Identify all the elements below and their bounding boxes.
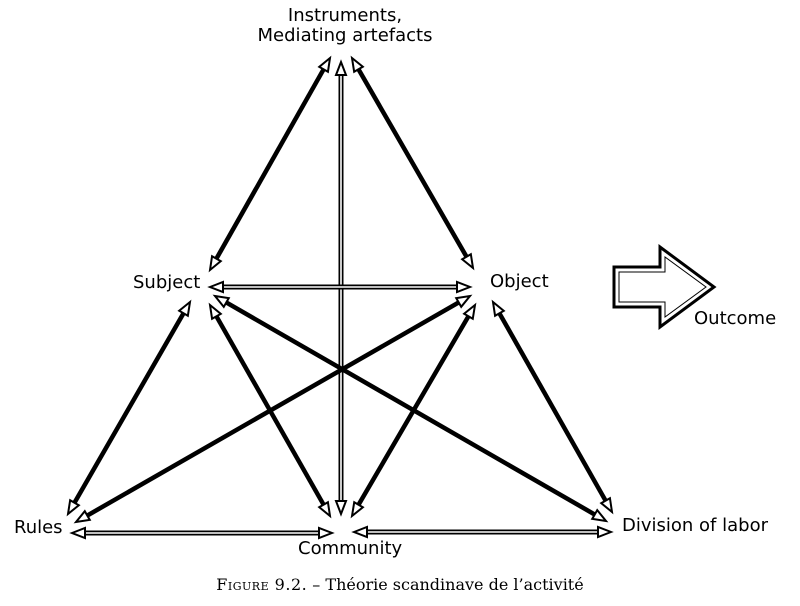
arrowhead-end (590, 508, 609, 523)
arrowhead-end (334, 500, 348, 517)
edge-instruments-object (350, 55, 475, 271)
arrowhead-start (177, 299, 192, 318)
edge-object-community (350, 302, 477, 519)
edge-subject-division (212, 294, 609, 523)
arrowhead-end (318, 526, 335, 540)
node-division-of-labor: Division of labor (622, 515, 768, 536)
arrowhead-start (212, 294, 231, 309)
edge-line (86, 300, 460, 518)
arrowhead-end (73, 509, 92, 524)
caption-text: – Théorie scandinave de l’activité (307, 575, 584, 594)
edge-line (214, 68, 326, 260)
edge-line (356, 68, 469, 258)
edge-line (497, 312, 608, 502)
edge-instruments-subject (208, 55, 332, 273)
edge-line (72, 312, 186, 504)
node-subject: Subject (133, 272, 201, 293)
arrowhead-start (334, 59, 348, 76)
edge-subject-rules (66, 299, 192, 517)
arrowhead-start (69, 526, 86, 540)
node-community: Community (298, 538, 403, 559)
caption-figure-number: Figure 9.2. (216, 575, 308, 594)
arrowhead-start (207, 280, 224, 294)
arrowhead-start (454, 294, 473, 309)
arrowhead-end (599, 496, 614, 515)
edge-object-division (491, 299, 614, 515)
node-outcome: Outcome (694, 308, 777, 329)
arrowhead-end (350, 500, 365, 519)
edge-community-division (351, 525, 614, 539)
outcome-arrow (612, 244, 717, 330)
edge-subject-object (207, 280, 473, 294)
edge-line (225, 300, 596, 517)
arrowhead-end (208, 254, 223, 273)
arrowhead-end (456, 280, 473, 294)
edge-line (356, 315, 471, 506)
node-object: Object (490, 271, 549, 292)
arrowhead-start (208, 302, 223, 321)
arrowhead-end (317, 500, 332, 519)
figure-caption: Figure 9.2. – Théorie scandinave de l’ac… (0, 575, 800, 594)
node-instruments-line-2: Mediating artefacts (257, 25, 433, 46)
arrowhead-start (462, 302, 477, 321)
arrowhead-start (351, 525, 368, 539)
arrowhead-start (491, 299, 506, 318)
arrowhead-end (597, 525, 614, 539)
node-rules: Rules (14, 517, 63, 538)
edge-object-rules (73, 294, 473, 524)
arrowhead-end (460, 252, 475, 271)
node-instruments-line-1: Instruments, (287, 5, 403, 26)
arrowhead-start (317, 55, 332, 74)
arrowhead-start (350, 55, 365, 74)
edge-rules-community (69, 526, 335, 540)
edges-layer (66, 55, 614, 540)
arrowhead-end (66, 498, 81, 517)
node-instruments: Instruments, Mediating artefacts (200, 6, 490, 46)
